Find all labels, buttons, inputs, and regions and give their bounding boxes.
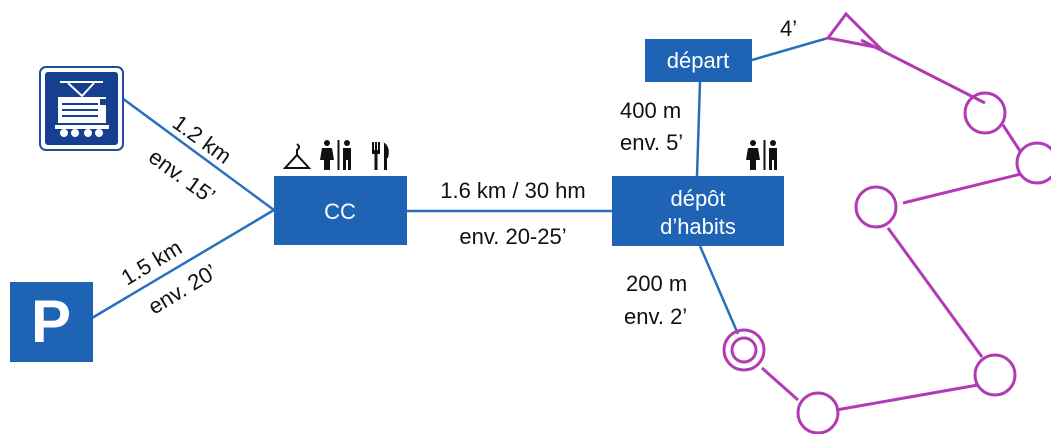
control-circle-icon xyxy=(854,185,898,229)
train-to-cc-line xyxy=(121,96,275,212)
cc-depot-time-label: env. 20-25’ xyxy=(459,224,566,249)
course-leg xyxy=(886,227,984,358)
depot-depart-time-label: env. 5’ xyxy=(620,130,683,155)
depot-label-line1: dépôt xyxy=(670,186,725,211)
train-icon xyxy=(39,66,124,151)
cc-depot-distance-label: 1.6 km / 30 hm xyxy=(440,178,586,203)
depot-label-line2: d’habits xyxy=(660,214,736,239)
depot-finish-distance-label: 200 m xyxy=(626,271,687,296)
parking-letter: P xyxy=(31,288,71,355)
triangle-start-icon xyxy=(825,11,885,51)
orienteering-course xyxy=(722,11,1051,434)
depart-start-time-label: 4’ xyxy=(780,16,797,41)
depart-box xyxy=(645,39,752,82)
course-leg xyxy=(1001,124,1022,152)
control-circle-icon xyxy=(1015,141,1051,185)
control-circle-icon xyxy=(796,391,840,434)
control-circle-icon xyxy=(963,91,1007,135)
course-leg xyxy=(835,383,979,412)
depot-to-finish-line xyxy=(698,245,740,335)
depot-finish-time-label: env. 2’ xyxy=(624,304,687,329)
depart-label: départ xyxy=(667,48,729,73)
course-leg xyxy=(761,366,799,402)
parking-to-cc-line xyxy=(91,208,275,320)
parking-icon: P xyxy=(10,282,93,362)
toilets-icon xyxy=(746,140,777,170)
depot-to-depart-line xyxy=(695,81,702,177)
cc-label: CC xyxy=(324,199,356,224)
control-circle-icon xyxy=(973,353,1017,397)
hanger-icon xyxy=(282,143,312,169)
depot-box xyxy=(612,176,784,246)
finish-double-circle-icon xyxy=(722,328,766,372)
depot-depart-distance-label: 400 m xyxy=(620,98,681,123)
course-leg xyxy=(860,38,986,105)
toilets-icon xyxy=(320,140,351,170)
cc-box xyxy=(274,176,407,245)
course-leg xyxy=(902,172,1022,205)
fork-knife-icon xyxy=(372,142,389,170)
depart-to-start-line xyxy=(751,36,829,62)
